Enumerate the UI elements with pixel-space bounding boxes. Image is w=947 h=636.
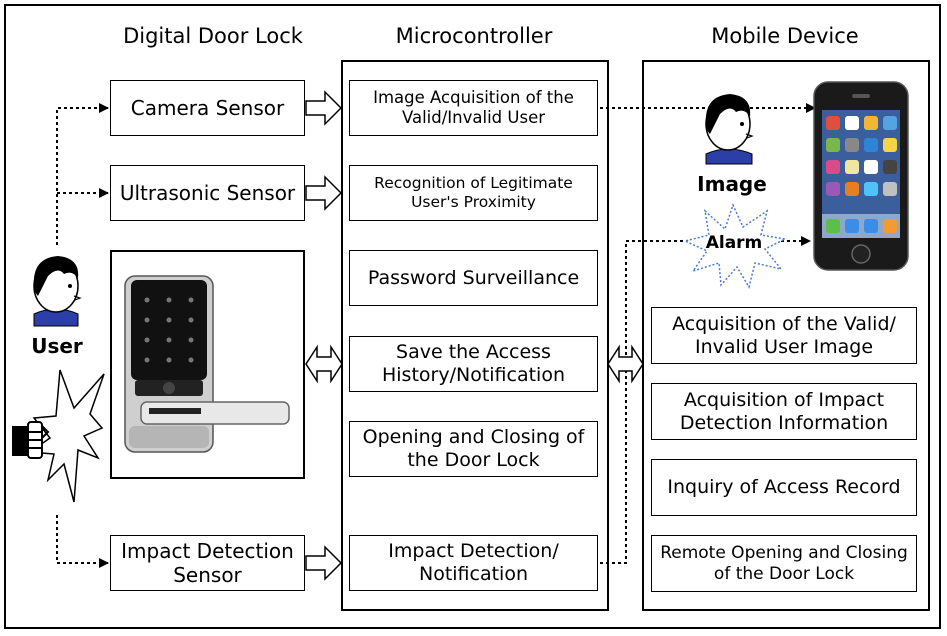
door-lock-icon	[124, 275, 290, 453]
camera-sensor-box: Camera Sensor	[110, 80, 305, 136]
outer-frame	[4, 4, 941, 629]
fist-icon	[12, 421, 50, 459]
inquiry-access-box: Inquiry of Access Record	[651, 459, 917, 516]
person-icon	[33, 256, 82, 327]
image-acquisition-box: Image Acquisition of the Valid/Invalid U…	[349, 80, 598, 136]
arrow-camera	[305, 90, 343, 126]
image-label: Image	[697, 172, 767, 196]
impact-notification-box: Impact Detection/ Notification	[349, 535, 598, 591]
user-label: User	[31, 334, 83, 358]
ultrasonic-sensor-box: Ultrasonic Sensor	[110, 165, 305, 221]
arrow-impact	[305, 545, 343, 581]
column-title-mobile-device: Mobile Device	[711, 24, 859, 48]
save-access-box: Save the Access History/Notification	[349, 336, 598, 392]
burst-shape	[27, 369, 105, 503]
acquisition-user-image-box: Acquisition of the Valid/ Invalid User I…	[651, 307, 917, 364]
microcontroller-panel	[341, 60, 609, 611]
smartphone-icon	[813, 81, 909, 271]
acquisition-impact-box: Acquisition of Impact Detection Informat…	[651, 383, 917, 440]
alarm-label: Alarm	[705, 233, 763, 253]
password-surveillance-box: Password Surveillance	[349, 250, 598, 306]
opening-closing-box: Opening and Closing of the Door Lock	[349, 421, 598, 477]
impact-sensor-box: Impact Detection Sensor	[110, 535, 305, 591]
alarm-burst-shape	[682, 202, 788, 289]
user-connector-lines	[56, 103, 816, 568]
double-arrow-lock	[305, 344, 343, 384]
arrow-ultrasonic	[305, 175, 343, 211]
remote-opening-box: Remote Opening and Closing of the Door L…	[651, 535, 917, 592]
person-icon	[705, 94, 754, 165]
column-title-microcontroller: Microcontroller	[395, 24, 553, 48]
double-arrow-mobile	[607, 344, 644, 384]
hollow-arrows	[305, 90, 644, 581]
column-title-door-lock: Digital Door Lock	[123, 24, 303, 48]
recognition-box: Recognition of Legitimate User's Proximi…	[349, 165, 598, 221]
